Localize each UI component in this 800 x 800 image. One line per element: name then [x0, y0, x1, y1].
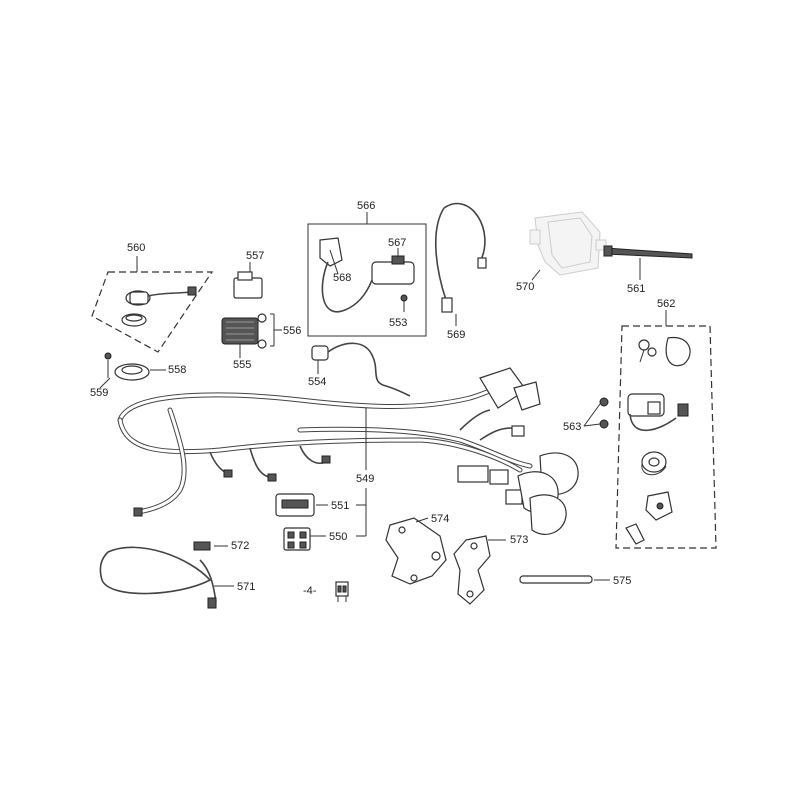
label-568: 568: [333, 272, 351, 284]
group-560: [91, 256, 214, 353]
label-566: 566: [357, 200, 375, 212]
label-555: 555: [233, 359, 251, 371]
part-557-relay: [233, 262, 263, 299]
label-571: 571: [237, 581, 255, 593]
part-575-rod: [519, 575, 610, 584]
label-572: 572: [231, 540, 249, 552]
label-558: 558: [168, 364, 186, 376]
part-563-screws: [583, 397, 609, 429]
label-567: 567: [388, 237, 406, 249]
label-562: 562: [657, 298, 675, 310]
label-557: 557: [246, 250, 264, 262]
part-571-572-cable: [99, 541, 234, 609]
label-551: 551: [331, 500, 349, 512]
group-562: [615, 310, 717, 549]
label-549: 549: [356, 473, 374, 485]
label-569: 569: [447, 329, 465, 341]
part-569-sensor-wire: [434, 202, 487, 326]
label-553: 553: [389, 317, 407, 329]
label-573: 573: [510, 534, 528, 546]
label-561: 561: [627, 283, 645, 295]
part-4-connector: [335, 581, 349, 602]
part-573-bracket: [453, 535, 506, 605]
label-556: 556: [283, 325, 301, 337]
label-574: 574: [431, 513, 449, 525]
label-575: 575: [613, 575, 631, 587]
part-561-cable-tie: [603, 245, 693, 280]
group-566: [307, 212, 427, 337]
label-554: 554: [308, 376, 326, 388]
label-563: 563: [563, 421, 581, 433]
part-570-cdi-ghost: [529, 211, 607, 276]
part-558-horn: [104, 352, 166, 381]
label-559: 559: [90, 387, 108, 399]
label-560: 560: [127, 242, 145, 254]
part-550-fuse: [283, 527, 311, 551]
callout-551-550: [310, 488, 367, 537]
part-574-bracket: [385, 517, 447, 585]
part-554-coil: [311, 342, 411, 397]
label-570: 570: [516, 281, 534, 293]
part-556-nuts: [257, 313, 282, 349]
part-549-wiring-harness: [117, 367, 579, 535]
part-551-fuse-holder: [275, 493, 315, 517]
part-555-regulator: [221, 317, 259, 358]
label-4: -4-: [303, 585, 317, 597]
label-550: 550: [329, 531, 347, 543]
